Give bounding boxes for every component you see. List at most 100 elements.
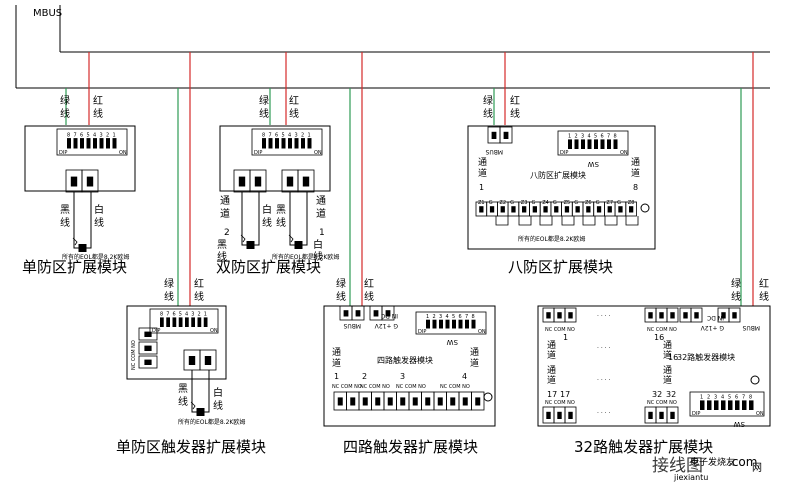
trigger-terminal-labels: NC COM NO xyxy=(440,384,470,390)
dip-digit: 8 xyxy=(749,395,752,401)
black-wire-label: 黑线 xyxy=(60,204,70,229)
trigger-terminal-labels: NC COM NO xyxy=(131,340,137,370)
trigger-terminal-labels: NC COM NO xyxy=(332,384,362,390)
black-wire-label: 黑线 xyxy=(276,204,286,229)
terminal-screw xyxy=(204,356,212,365)
eight-zone-module-box xyxy=(467,125,656,250)
mbus-terminal-label: MBUS xyxy=(485,148,503,155)
dip-lever xyxy=(735,400,740,410)
terminal-screw xyxy=(387,397,393,406)
dual-zone-title: 双防区扩展模块 xyxy=(216,258,321,276)
dip-digit: 8 xyxy=(160,312,163,318)
dip-lever xyxy=(268,138,273,149)
terminal-screw xyxy=(385,310,391,317)
single-zone-title: 单防区扩展模块 xyxy=(22,258,127,276)
eol-loop xyxy=(561,216,575,226)
wire-label-green: 绿线 xyxy=(483,94,493,120)
dip-digit: 7 xyxy=(742,395,745,401)
terminal-screw xyxy=(254,176,262,187)
black-wire-label: 黑线 xyxy=(178,383,188,408)
trigger-terminal-labels: NC COM NO xyxy=(545,327,575,333)
terminal-screw xyxy=(86,176,94,187)
terminal-screw xyxy=(355,310,361,317)
terminal-screw xyxy=(144,331,152,337)
terminal xyxy=(666,307,679,323)
terminal-screw xyxy=(618,206,623,213)
four-trigger-center-label: 四路触发器模块 xyxy=(377,355,433,365)
contact-symbol xyxy=(288,234,294,243)
dip-on-label: ON xyxy=(119,150,127,156)
dip-label: DIP xyxy=(254,150,262,156)
channel-label: 通道 xyxy=(220,195,230,220)
mbus-terminal-label: MBUS xyxy=(742,324,760,331)
channel-label: 通道 xyxy=(663,340,672,361)
dip-digit: 4 xyxy=(721,395,724,401)
terminal-screw xyxy=(144,359,152,365)
terminal xyxy=(625,201,637,217)
dip-digit: 8 xyxy=(262,132,265,138)
dip-digit: 2 xyxy=(301,132,304,138)
terminal-screw xyxy=(546,411,551,419)
white-wire-label: 白线 xyxy=(94,203,104,229)
dip-digit: 1 xyxy=(568,134,571,140)
terminal-screw xyxy=(568,312,573,319)
dc-in-label: IN DC xyxy=(381,312,398,319)
dip-lever xyxy=(166,317,170,327)
dip-switch xyxy=(689,391,765,417)
dip-lever xyxy=(714,400,719,410)
zone-terminal-label: G xyxy=(532,200,536,206)
eol-loop xyxy=(539,216,553,226)
terminal-screw xyxy=(503,131,509,139)
eol-note: 所有的EOL都是8.2K欧姆 xyxy=(62,253,129,261)
terminal-screw xyxy=(350,397,356,406)
zone-terminal-label: G xyxy=(617,200,621,206)
dip-lever xyxy=(86,138,91,149)
terminal-screw xyxy=(732,312,737,319)
terminal-screw xyxy=(721,312,726,319)
dip-digit: 7 xyxy=(607,134,610,140)
terminal xyxy=(199,349,217,371)
dip-lever xyxy=(191,317,195,327)
terminal xyxy=(471,391,485,411)
dip-digit: 7 xyxy=(166,312,169,318)
trigger-terminal-labels: NC COM NO xyxy=(396,384,426,390)
dip-digit: 1 xyxy=(204,312,207,318)
dip-lever xyxy=(426,319,430,329)
terminal-screw xyxy=(694,312,699,319)
zone-terminal-label: Z6 xyxy=(585,200,592,206)
dip-lever xyxy=(178,317,183,327)
terminal-screw xyxy=(500,206,505,213)
dip-digit: 2 xyxy=(707,395,710,401)
zone-terminal-label: Z1 xyxy=(478,200,485,206)
dip-digit: 7 xyxy=(465,314,468,320)
trigger-number: 1 xyxy=(334,372,339,381)
eol-resistor xyxy=(246,241,255,249)
terminal-screw xyxy=(659,411,664,419)
terminal-screw xyxy=(302,176,310,187)
terminal xyxy=(249,169,267,193)
zone-terminal-label: Z3 xyxy=(521,200,528,206)
dip-label: DIP xyxy=(692,411,700,417)
zone-terminal-label: G xyxy=(574,200,578,206)
terminal-screw xyxy=(450,397,456,406)
dip-digit: 6 xyxy=(735,395,738,401)
terminal xyxy=(728,307,741,323)
terminal xyxy=(138,327,158,341)
dip-lever xyxy=(458,319,463,329)
channel-label: 通道 xyxy=(547,340,556,361)
trigger-number: 3 xyxy=(400,372,405,381)
terminal-screw xyxy=(343,310,349,317)
dip-lever xyxy=(749,400,754,410)
zone-terminal-label: G xyxy=(489,200,493,206)
dip-on-label: ON xyxy=(756,411,764,417)
dip-lever xyxy=(587,139,592,149)
dip-lever xyxy=(452,319,456,329)
dip-digit: 2 xyxy=(106,132,109,138)
terminal-screw xyxy=(425,397,431,406)
dip-lever xyxy=(288,138,292,149)
dip-digit: 1 xyxy=(700,395,703,401)
terminal-screw xyxy=(543,206,548,213)
watermark-sub: jiexiantu xyxy=(673,473,708,482)
watermark: 接线图 电子发烧友 .com 网 jiexiantu xyxy=(652,455,762,482)
